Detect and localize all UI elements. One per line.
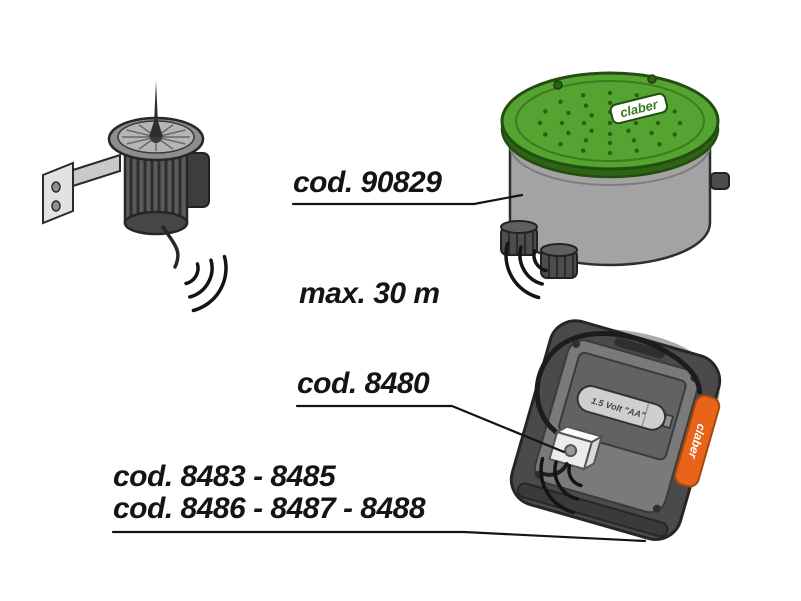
panel-screw [572,339,581,348]
lid-screw [647,74,657,84]
control-unit-illustration: 1.5 Volt "AA" claber [509,319,722,541]
label-interface-code: cod. 8480 [297,367,430,400]
leader-line-timer-codes [111,530,647,543]
radio-waves-sensor-icon [184,254,228,313]
accent-strip: claber [674,394,721,488]
sensor-spike [149,81,163,137]
leader-line-interface-code [295,404,566,454]
module-port [564,444,578,458]
label-valve-box-code: cod. 90829 [293,166,442,199]
hanging-slot [614,337,665,359]
rain-sensor-illustration [42,81,210,269]
label-timer-codes-line1: cod. 8483 - 8485 [113,460,336,493]
valve-box-lid: claber [500,71,720,179]
body-fins [129,149,182,221]
radio-waves-valve-box-icon [504,241,548,300]
side-fitting [710,172,730,190]
drain-knob [540,243,578,279]
label-timer-codes-line2: cod. 8486 - 8487 - 8488 [113,492,426,525]
lid-dot-pattern [537,90,683,156]
radio-waves-timer-icon [539,456,583,515]
lid-screw [553,80,563,90]
sensor-wire-loop [534,331,703,438]
label-max-range: max. 30 m [299,277,440,310]
sensor-cable [161,225,180,269]
panel-screw [652,504,661,513]
mounting-bracket [42,153,121,225]
valve-box-illustration: claber [500,71,730,279]
leader-line-valve-box-code [291,193,524,206]
timer-bottom-lip [516,482,669,538]
screw-hole [51,181,61,193]
screw-hole [51,200,61,212]
sensor-interface-module [541,425,605,477]
